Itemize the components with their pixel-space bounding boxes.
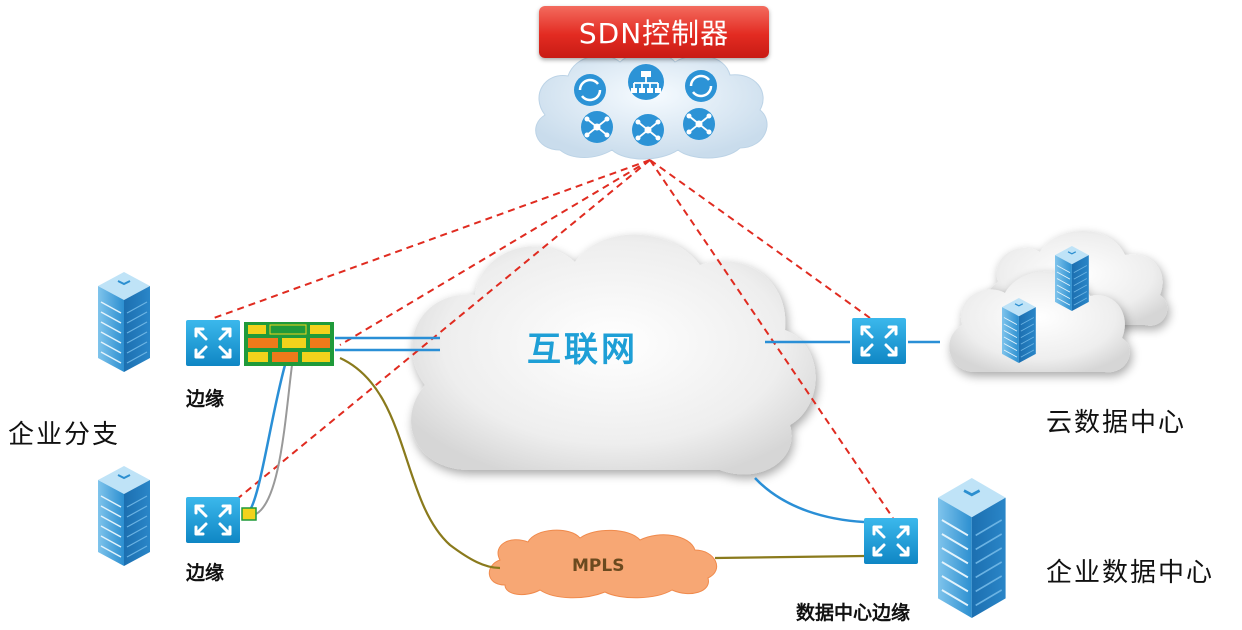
- dc-edge-label: 数据中心边缘: [796, 602, 911, 624]
- branch-edge-top-label: 边缘: [186, 388, 225, 410]
- server-tower-icon: [1001, 297, 1037, 364]
- server-tower-icon: [936, 476, 1007, 620]
- hierarchy-icon: [628, 64, 664, 100]
- server-tower-icon: [97, 271, 151, 373]
- internet-label: 互联网: [527, 330, 638, 370]
- data-links: [246, 336, 940, 570]
- branch-edge-bottom-label: 边缘: [186, 562, 225, 584]
- network-hub-icon: [581, 111, 613, 143]
- port-connector-icon: [241, 507, 257, 521]
- internet-cloud-icon: [411, 234, 816, 475]
- firewall-icon: [244, 322, 334, 366]
- server-tower-icon: [1054, 245, 1090, 312]
- network-hub-icon: [683, 108, 715, 140]
- network-hub-icon: [632, 114, 664, 146]
- branch-title: 企业分支: [8, 420, 121, 450]
- cloud-dc-title: 云数据中心: [1046, 408, 1187, 438]
- mpls-cloud-icon: [488, 529, 718, 599]
- sdn-controller-label: SDN控制器: [539, 6, 769, 58]
- sync-icon: [574, 74, 606, 106]
- router-icon: [850, 316, 908, 366]
- sync-icon: [685, 70, 717, 102]
- server-tower-icon: [97, 465, 151, 567]
- router-icon: [862, 516, 920, 566]
- enterprise-dc-title: 企业数据中心: [1046, 558, 1215, 588]
- router-icon: [184, 318, 242, 368]
- mpls-label: MPLS: [572, 556, 625, 576]
- router-icon: [184, 495, 242, 545]
